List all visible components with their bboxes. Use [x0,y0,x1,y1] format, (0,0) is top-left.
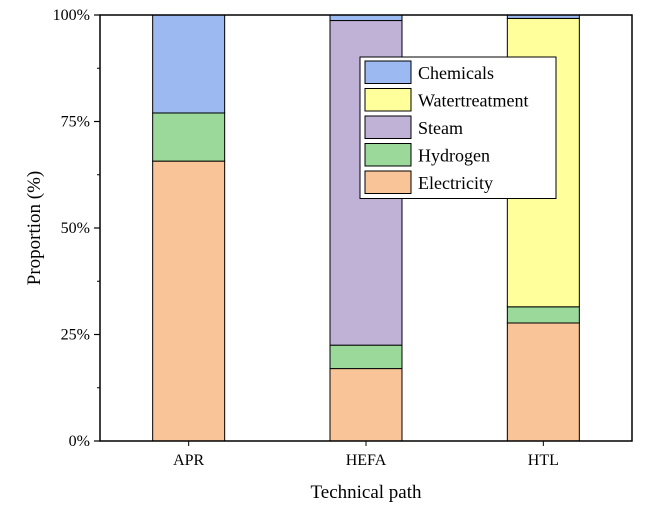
bar-apr-electricity [152,160,226,442]
bar-htl-hydrogen [506,306,580,324]
legend-label-steam: Steam [418,118,463,138]
axes-layer: APR HEFA HTL 0% 25% 50% 75% 100% [53,7,633,469]
y-tick-label: 100% [53,7,90,24]
x-axis-title: Technical path [310,482,422,503]
legend-label-chemicals: Chemicals [418,63,494,83]
legend-swatch-steam [364,115,412,139]
legend-label-electricity: Electricity [418,173,493,193]
legend-swatch-hydrogen [364,143,412,167]
legend: ChemicalsWatertreatmentSteamHydrogenElec… [359,56,557,199]
y-tick-label: 75% [61,114,90,131]
bar-hefa-hydrogen [329,344,403,370]
x-tick-label: APR [173,452,204,469]
bar-hefa-chemicals [329,14,403,22]
y-tick-label: 25% [61,327,90,344]
x-tick-label: HEFA [346,452,387,469]
legend-label-watertreatment: Watertreatment [418,91,529,111]
bar-apr-hydrogen [152,112,226,162]
bar-hefa-electricity [329,368,403,442]
bar-htl-electricity [506,322,580,442]
legend-swatch-chemicals [364,60,412,84]
bar-apr-chemicals [152,14,226,114]
y-tick-label: 50% [61,220,90,237]
x-tick-label: HTL [528,452,559,469]
legend-swatch-watertreatment [364,88,412,112]
legend-label-hydrogen: Hydrogen [418,146,490,166]
y-axis-title: Proportion (%) [24,171,45,286]
y-tick-label: 0% [69,433,90,450]
legend-swatch-electricity [364,170,412,194]
